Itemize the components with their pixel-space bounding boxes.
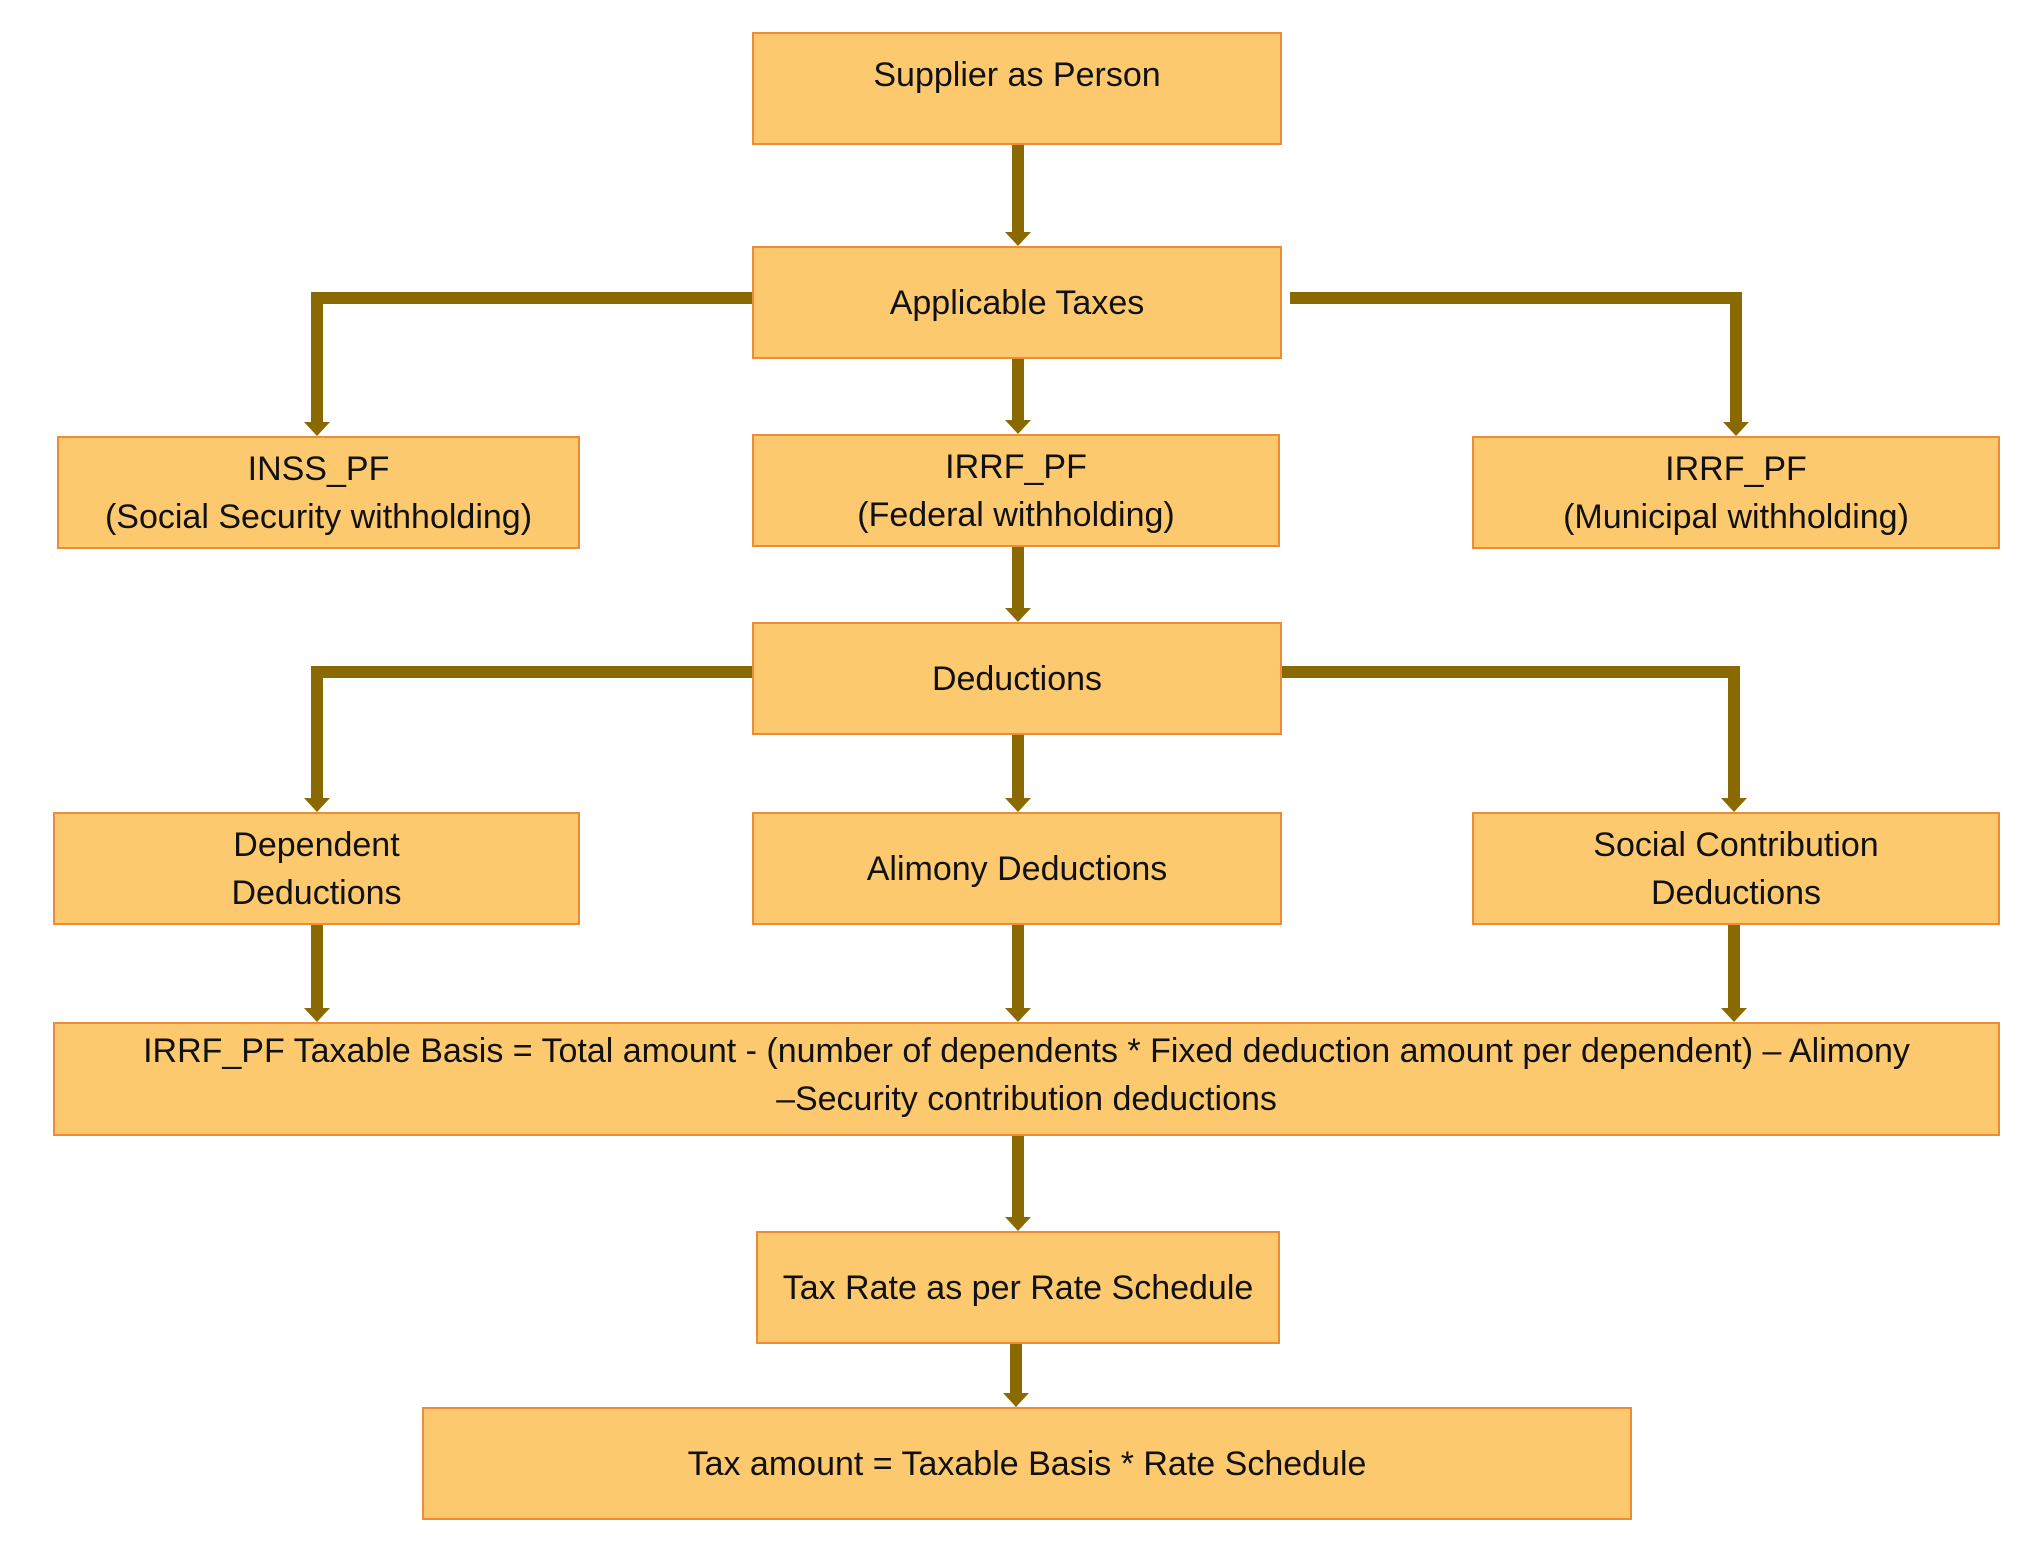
node-tax-rate-label: Tax Rate as per Rate Schedule [782,1268,1254,1307]
node-tax-rate: Tax Rate as per Rate Schedule [756,1231,1280,1344]
node-supplier-label: Supplier as Person [873,55,1161,94]
node-irrf-federal-title: IRRF_PF [945,447,1087,486]
arrow-irrf-federal-to-deductions [1005,547,1031,622]
node-irrf-federal: IRRF_PF (Federal withholding) [752,434,1280,547]
node-inss-pf-title: INSS_PF [247,449,390,488]
node-tax-amount-label: Tax amount = Taxable Basis * Rate Schedu… [687,1444,1367,1483]
node-social-contribution-deductions: Social Contribution Deductions [1472,812,2000,925]
node-irrf-federal-subtitle: (Federal withholding) [857,495,1175,534]
arrow-deductions-to-dependent [304,666,752,812]
arrow-alimony-to-basis [1005,925,1031,1022]
node-dependent-deductions: Dependent Deductions [53,812,580,925]
node-irrf-municipal-subtitle: (Municipal withholding) [1563,497,1909,536]
node-deductions-label: Deductions [931,659,1103,698]
node-tax-amount: Tax amount = Taxable Basis * Rate Schedu… [422,1407,1632,1520]
node-irrf-municipal: IRRF_PF (Municipal withholding) [1472,436,2000,549]
node-inss-pf: INSS_PF (Social Security withholding) [57,436,580,549]
node-taxable-basis: IRRF_PF Taxable Basis = Total amount - (… [53,1022,2000,1136]
node-deductions: Deductions [752,622,1282,735]
node-inss-pf-subtitle: (Social Security withholding) [104,497,533,536]
node-dependent-deductions-line1: Dependent [233,825,400,864]
node-dependent-deductions-line2: Deductions [231,873,402,912]
node-taxable-basis-line2: –Security contribution deductions [776,1080,1277,1118]
node-alimony-deductions-label: Alimony Deductions [866,849,1168,888]
node-alimony-deductions: Alimony Deductions [752,812,1282,925]
arrow-rate-to-amount [1003,1344,1029,1407]
node-social-contribution-line1: Social Contribution [1593,825,1879,864]
arrow-deductions-to-alimony [1005,735,1031,812]
node-taxable-basis-line1: IRRF_PF Taxable Basis = Total amount - (… [143,1032,1910,1070]
arrow-dependent-to-basis [304,913,330,1022]
arrow-taxes-to-irrf-municipal [1290,292,1749,436]
node-social-contribution-line2: Deductions [1650,873,1822,912]
arrow-social-to-basis [1721,913,1747,1022]
node-applicable-taxes-label: Applicable Taxes [889,283,1145,322]
arrow-basis-to-rate [1005,1136,1031,1231]
arrow-taxes-to-irrf-federal [1005,359,1031,434]
node-irrf-municipal-title: IRRF_PF [1665,449,1807,488]
arrow-deductions-to-social [1282,666,1747,812]
node-supplier: Supplier as Person [752,32,1282,145]
node-applicable-taxes: Applicable Taxes [752,246,1282,359]
arrow-taxes-to-inss [304,292,752,436]
arrow-supplier-to-taxes [1005,145,1031,246]
